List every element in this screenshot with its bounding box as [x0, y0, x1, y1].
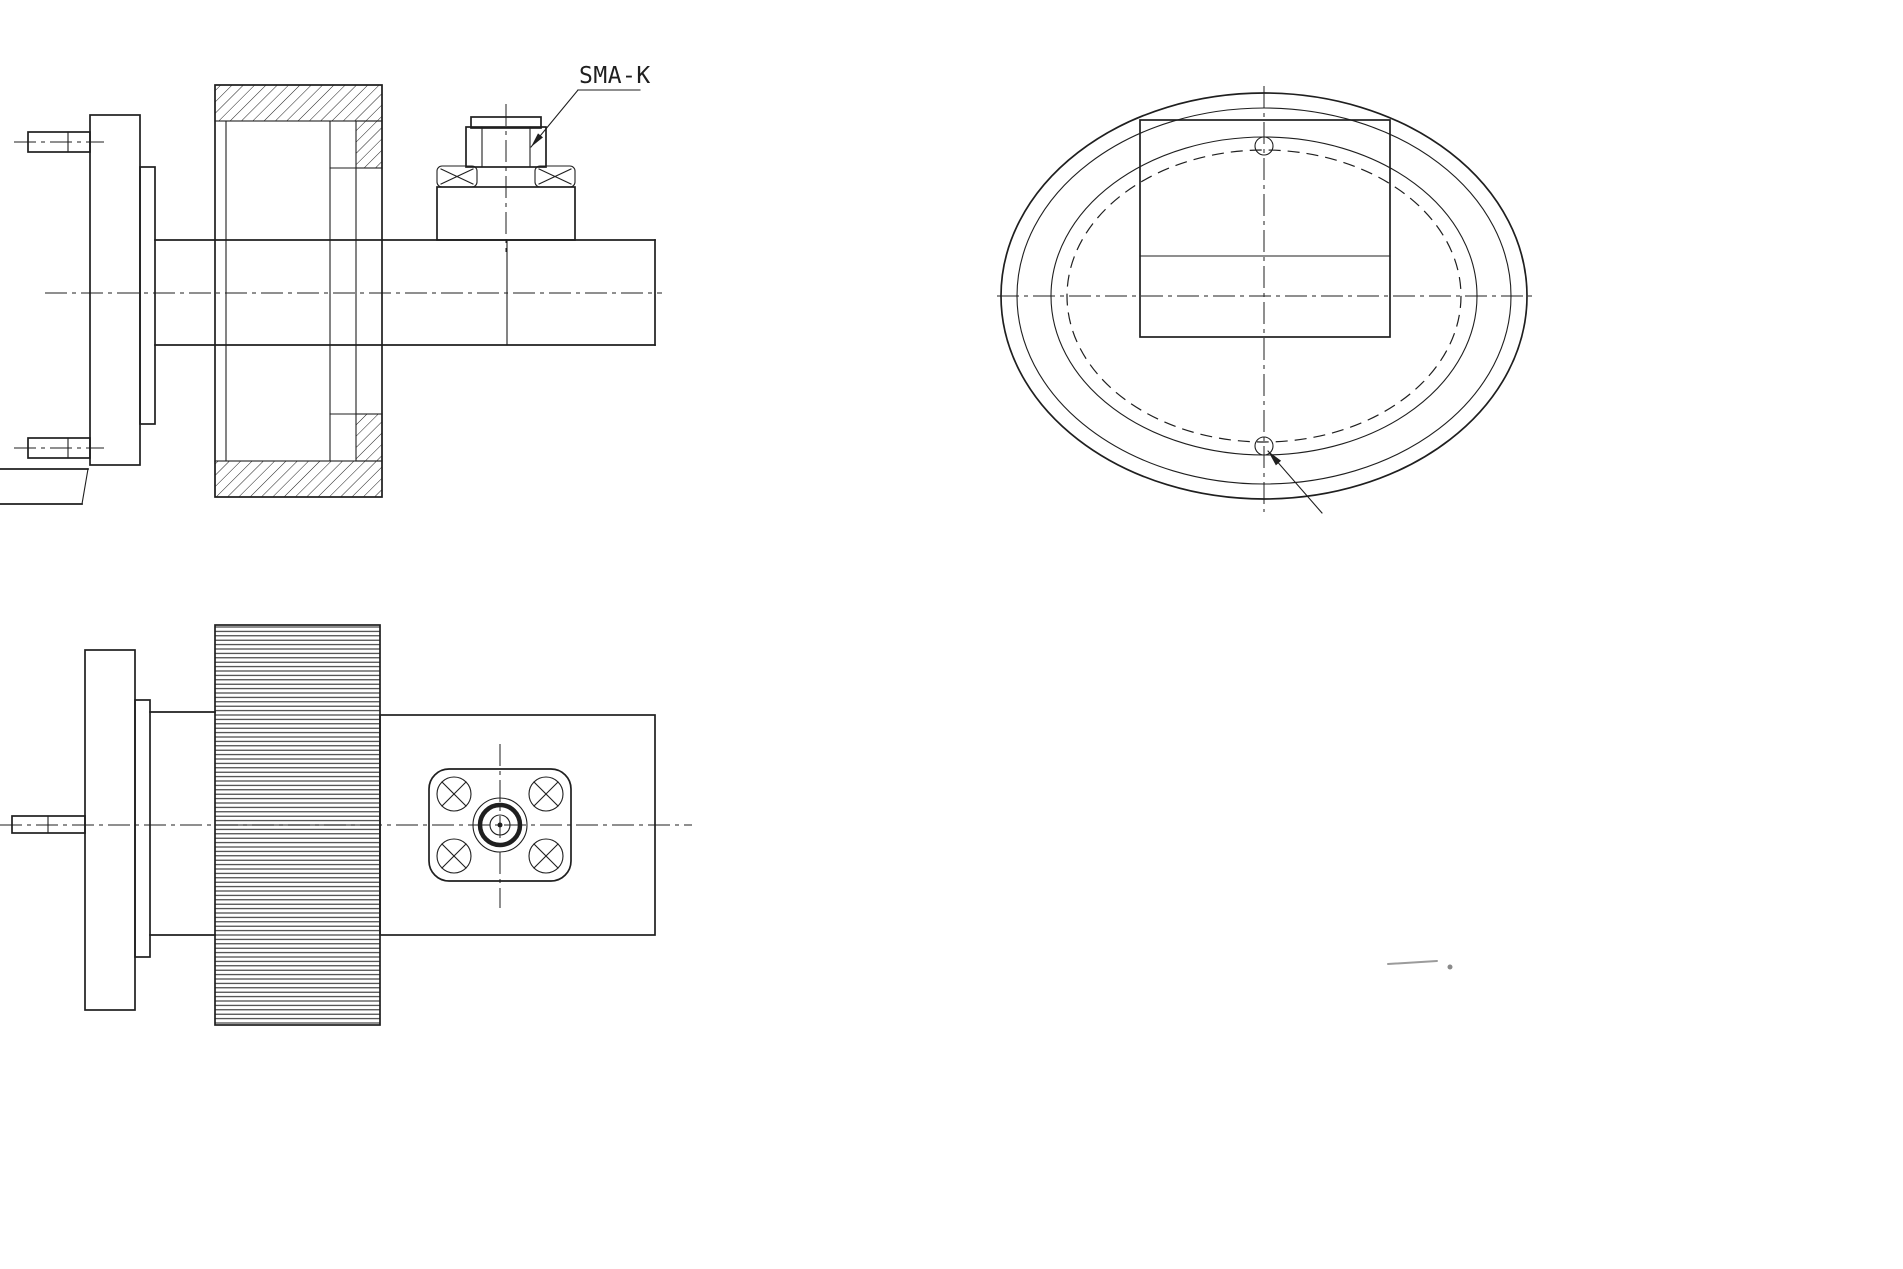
- sma-k-callout: SMA-K: [530, 63, 651, 148]
- flange-hole-bottom-right: [528, 838, 564, 874]
- pointer-arrowhead: [1268, 451, 1282, 466]
- view-sectioned-side: SMA-K: [0, 63, 662, 505]
- flange-plate-section: [89, 114, 156, 466]
- end-view-body-rect: [1139, 119, 1391, 338]
- lower-bracket-edge: [0, 468, 89, 505]
- connector-body: [379, 714, 656, 936]
- hole-pointer-line: [1267, 450, 1323, 514]
- connector-screw-left: [436, 165, 478, 188]
- flange-hole-top-right: [528, 776, 564, 812]
- sma-k-label: SMA-K: [579, 63, 651, 89]
- leader-arrowhead: [531, 133, 543, 147]
- flange-hole-bottom-left: [436, 838, 472, 874]
- side-flange-plate: [84, 649, 151, 1011]
- flange-hole-top-left: [436, 776, 472, 812]
- neck-section: [149, 711, 216, 936]
- coax-interface-rings: [472, 797, 528, 853]
- sma-connector-assembly: [436, 104, 576, 252]
- sma-flange-face: [428, 744, 572, 908]
- coupling-hex-nut: [465, 116, 547, 168]
- stray-pencil-mark: [1387, 960, 1453, 970]
- center-pin-dot: [497, 822, 503, 828]
- view-external-side: [0, 624, 692, 1026]
- view-end: [997, 86, 1532, 514]
- knurled-nut-exterior: [214, 624, 381, 1026]
- connector-screw-right: [534, 165, 576, 188]
- knurled-nut-cross-section: [214, 84, 383, 498]
- side-pin: [11, 815, 86, 834]
- end-view-centerlines: [997, 86, 1532, 512]
